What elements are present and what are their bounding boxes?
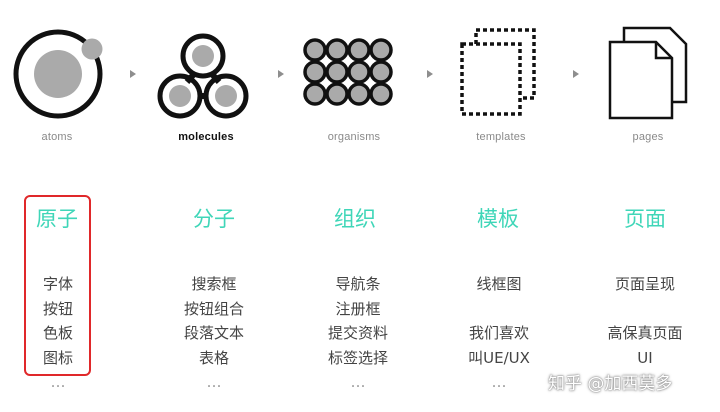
- column-items-templates: 线框图 我们喜欢 叫UE/UX …: [439, 272, 559, 395]
- arrow-right-icon: [573, 70, 579, 78]
- organism-icon: [303, 38, 393, 106]
- list-item: 高保真页面: [607, 324, 683, 342]
- column-title-molecules: 分子: [193, 207, 235, 231]
- column-items-molecules: 搜索框 按钮组合 段落文本 表格 …: [154, 272, 274, 395]
- list-item: 按钮: [42, 299, 73, 318]
- stage-label-atoms: atoms: [41, 131, 73, 143]
- stage-label-templates: templates: [476, 131, 526, 143]
- column-items-organisms: 导航条 注册框 提交资料 标签选择 …: [298, 272, 418, 395]
- list-item: [585, 297, 705, 322]
- ellipsis: …: [206, 373, 222, 391]
- list-item: 页面呈现: [614, 275, 675, 293]
- column-items-atoms: 字体 按钮 色板 图标 …: [0, 272, 118, 395]
- arrow-right-icon: [130, 70, 136, 78]
- list-item: 叫UE/UX: [468, 348, 530, 367]
- list-item: 搜索框: [191, 275, 237, 293]
- list-item: 按钮组合: [183, 299, 244, 318]
- molecule-icon: [157, 33, 249, 119]
- column-title-pages: 页面: [624, 207, 666, 231]
- watermark: 知乎 @加西莫多: [548, 374, 673, 394]
- column-title-atoms: 原子: [36, 207, 78, 231]
- list-item: 色板: [42, 324, 73, 342]
- column-items-pages: 页面呈现 高保真页面 UI: [585, 272, 705, 370]
- arrow-right-icon: [278, 70, 284, 78]
- column-title-organisms: 组织: [334, 207, 376, 231]
- template-icon: [460, 28, 536, 116]
- ellipsis: …: [50, 373, 66, 391]
- list-item: 段落文本: [183, 324, 244, 342]
- list-item: [439, 297, 559, 322]
- stage-label-pages: pages: [632, 131, 664, 143]
- ellipsis: …: [491, 373, 507, 391]
- list-item: 图标: [42, 348, 73, 367]
- list-item: 导航条: [335, 275, 381, 293]
- stage-label-molecules: molecules: [178, 131, 234, 143]
- stage-label-organisms: organisms: [327, 131, 381, 143]
- list-item: UI: [637, 348, 653, 367]
- list-item: 注册框: [335, 299, 381, 318]
- list-item: 标签选择: [327, 348, 388, 367]
- highlight-box: [24, 195, 91, 376]
- arrow-right-icon: [427, 70, 433, 78]
- list-item: 字体: [42, 275, 73, 293]
- page-icon: [608, 26, 688, 120]
- list-item: 提交资料: [327, 324, 388, 342]
- list-item: 表格: [198, 348, 229, 367]
- column-title-templates: 模板: [477, 207, 519, 231]
- atom-icon: [13, 29, 103, 119]
- list-item: 线框图: [476, 275, 522, 293]
- ellipsis: …: [350, 373, 366, 391]
- list-item: 我们喜欢: [468, 324, 529, 342]
